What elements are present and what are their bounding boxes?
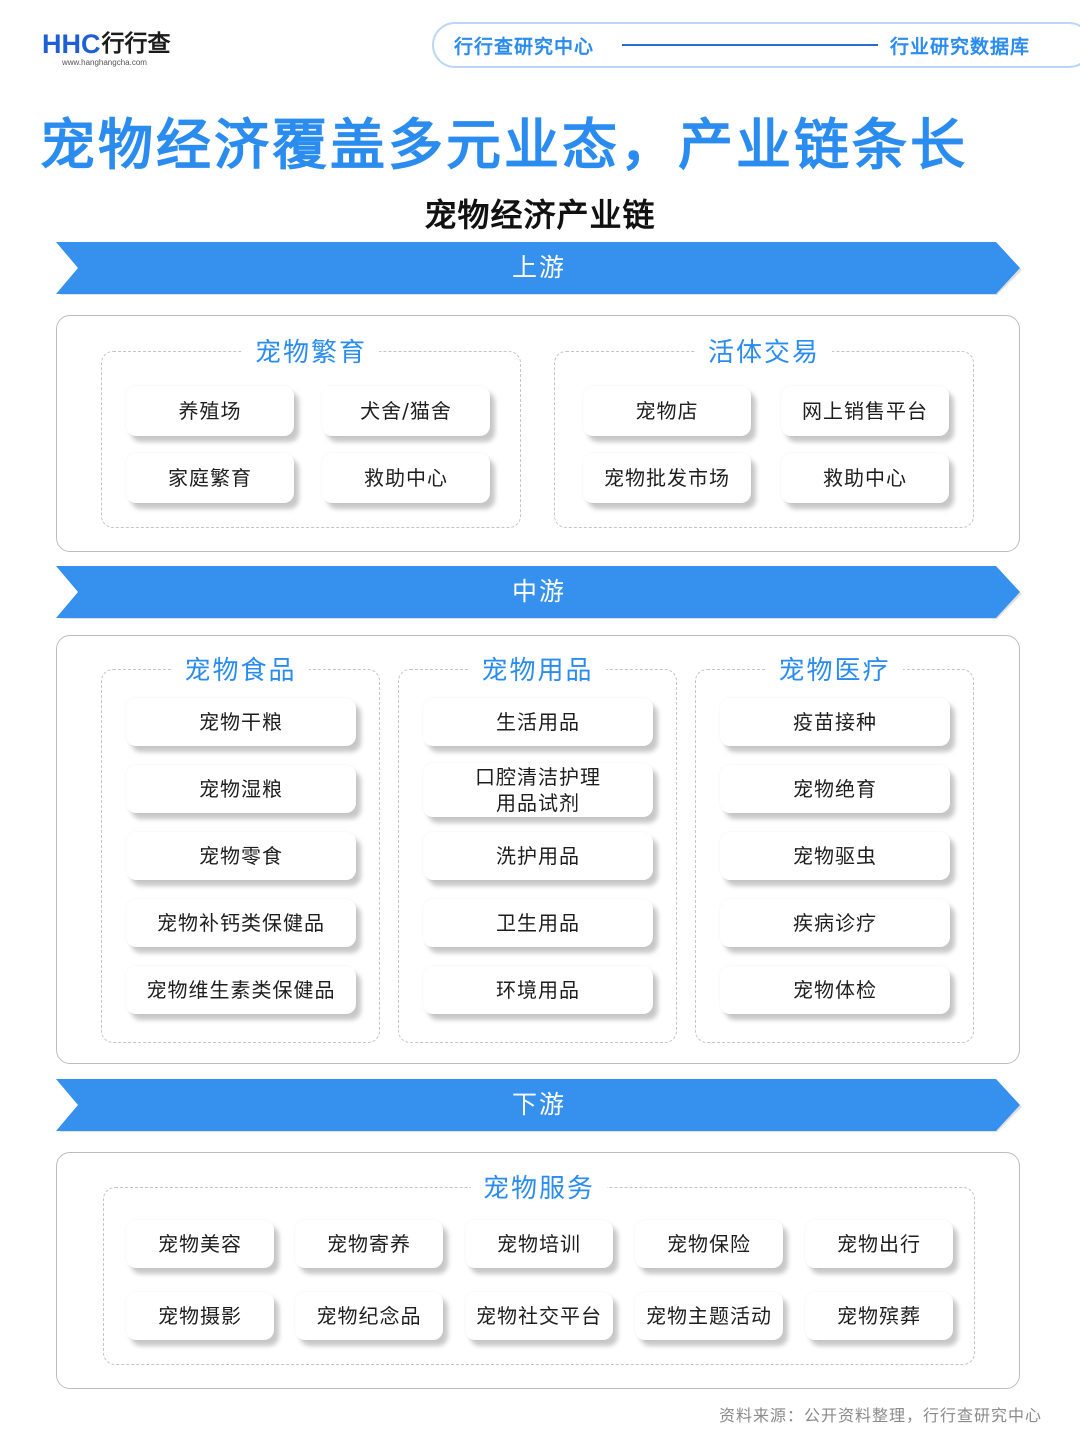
item-card: 宠物体检	[720, 966, 950, 1014]
panel-midstream: 宠物食品 宠物干粮 宠物湿粮 宠物零食 宠物补钙类保健品 宠物维生素类保健品 宠…	[56, 635, 1020, 1064]
item-card: 宠物寄养	[295, 1220, 443, 1268]
page-headline: 宠物经济覆盖多元业态，产业链条长	[40, 113, 969, 177]
item-card: 宠物殡葬	[805, 1292, 953, 1340]
item-card: 宠物维生素类保健品	[126, 966, 356, 1014]
item-card: 宠物湿粮	[126, 765, 356, 813]
group-pet-supplies: 宠物用品 生活用品 口腔清洁护理 用品试剂 洗护用品 卫生用品 环境用品	[398, 656, 677, 1043]
item-card: 环境用品	[423, 966, 653, 1014]
logo-url: www.hanghangcha.com	[62, 58, 147, 67]
group-live-trade: 活体交易 宠物店 网上销售平台 宠物批发市场 救助中心	[554, 338, 974, 528]
logo-mark-hh: HH	[42, 29, 81, 59]
item-card: 宠物摄影	[126, 1292, 274, 1340]
stage-label-upstream: 上游	[511, 253, 566, 282]
item-card: 宠物保险	[635, 1220, 783, 1268]
item-card: 宠物出行	[805, 1220, 953, 1268]
group-title: 宠物食品	[102, 650, 379, 687]
item-card: 宠物主题活动	[635, 1292, 783, 1340]
source-note: 资料来源：公开资料整理，行行查研究中心	[718, 1406, 1042, 1425]
group-title: 宠物服务	[104, 1168, 974, 1205]
group-title: 宠物用品	[399, 650, 676, 687]
stage-arrow-midstream: 中游	[56, 566, 1022, 620]
logo-brand-name: 行行查	[101, 31, 171, 57]
group-title: 宠物繁育	[102, 332, 520, 369]
item-card: 宠物培训	[465, 1220, 613, 1268]
item-card: 宠物驱虫	[720, 832, 950, 880]
header-pill	[432, 22, 1080, 68]
diagram-title: 宠物经济产业链	[424, 196, 656, 234]
panel-downstream: 宠物服务 宠物美容 宠物寄养 宠物培训 宠物保险 宠物出行 宠物摄影 宠物纪念品…	[56, 1152, 1020, 1389]
item-card: 宠物社交平台	[465, 1292, 613, 1340]
logo-mark: HHC	[42, 30, 101, 58]
group-pet-medical: 宠物医疗 疫苗接种 宠物绝育 宠物驱虫 疾病诊疗 宠物体检	[695, 656, 974, 1043]
item-card: 疫苗接种	[720, 698, 950, 746]
item-card: 救助中心	[781, 453, 949, 503]
item-card: 救助中心	[322, 453, 490, 503]
stage-label-downstream: 下游	[511, 1090, 566, 1119]
item-card: 生活用品	[423, 698, 653, 746]
group-title: 宠物医疗	[696, 650, 973, 687]
stage-label-midstream: 中游	[511, 577, 566, 606]
group-pet-breeding: 宠物繁育 养殖场 犬舍/猫舍 家庭繁育 救助中心	[101, 338, 521, 528]
stage-arrow-upstream: 上游	[56, 242, 1022, 296]
header-industry-database: 行业研究数据库	[890, 36, 1031, 58]
item-card: 宠物干粮	[126, 698, 356, 746]
group-pet-services: 宠物服务 宠物美容 宠物寄养 宠物培训 宠物保险 宠物出行 宠物摄影 宠物纪念品…	[103, 1174, 975, 1365]
item-card: 洗护用品	[423, 832, 653, 880]
item-card: 卫生用品	[423, 899, 653, 947]
item-card: 养殖场	[126, 386, 294, 436]
item-card: 宠物纪念品	[295, 1292, 443, 1340]
item-card: 宠物补钙类保健品	[126, 899, 356, 947]
item-card: 宠物零食	[126, 832, 356, 880]
panel-upstream: 宠物繁育 养殖场 犬舍/猫舍 家庭繁育 救助中心 活体交易 宠物店 网上销售平台…	[56, 315, 1020, 552]
item-card: 宠物批发市场	[583, 453, 751, 503]
group-title: 活体交易	[555, 332, 973, 369]
item-card: 犬舍/猫舍	[322, 386, 490, 436]
item-card: 家庭繁育	[126, 453, 294, 503]
logo: HHC行行查 www.hanghangcha.com	[42, 30, 202, 72]
header-research-center: 行行查研究中心	[454, 36, 595, 58]
group-pet-food: 宠物食品 宠物干粮 宠物湿粮 宠物零食 宠物补钙类保健品 宠物维生素类保健品	[101, 656, 380, 1043]
logo-mark-c: C	[81, 29, 101, 59]
item-card: 宠物绝育	[720, 765, 950, 813]
item-card: 宠物店	[583, 386, 751, 436]
item-card: 口腔清洁护理 用品试剂	[423, 763, 653, 817]
item-card: 网上销售平台	[781, 386, 949, 436]
item-card: 疾病诊疗	[720, 899, 950, 947]
header-divider-line	[622, 44, 878, 46]
stage-arrow-downstream: 下游	[56, 1079, 1022, 1133]
item-card: 宠物美容	[126, 1220, 274, 1268]
